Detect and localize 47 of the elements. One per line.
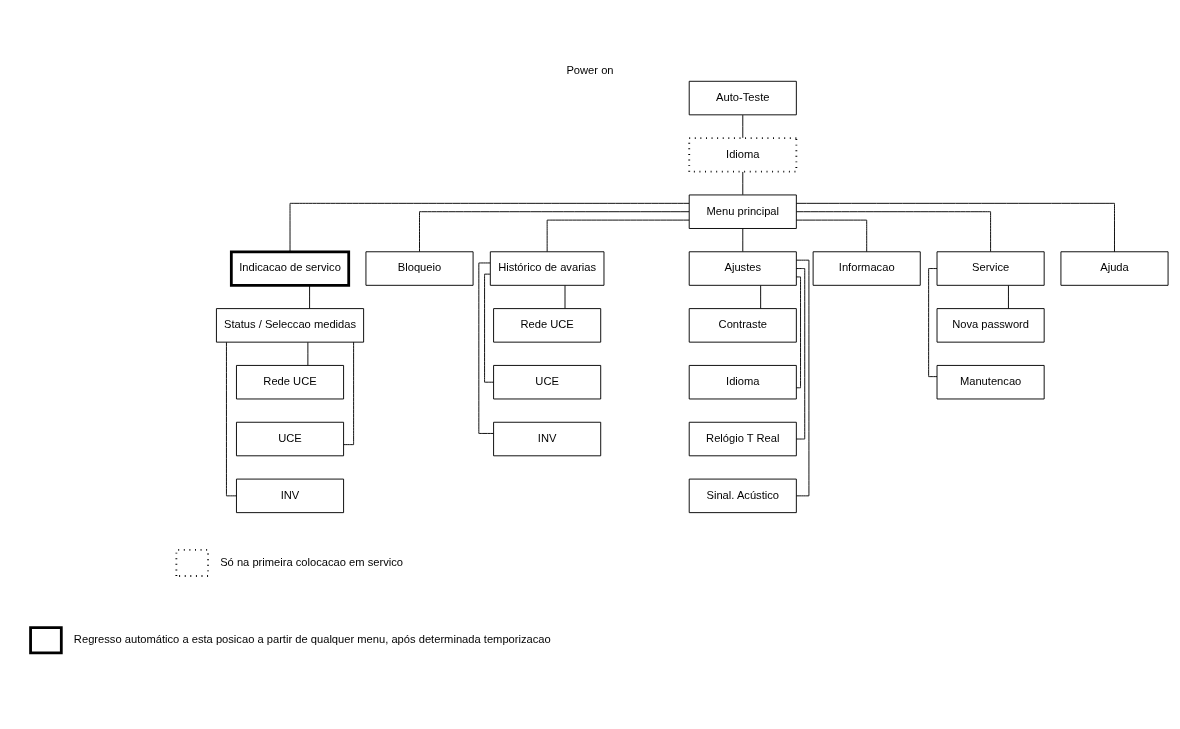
node-box: Histórico de avarias	[489, 251, 605, 286]
node-box: Bloqueio	[365, 251, 474, 286]
connector	[307, 341, 309, 366]
node-box: UCE	[236, 421, 345, 457]
connector	[796, 211, 992, 252]
node-box: INV	[236, 478, 345, 514]
connector	[742, 114, 744, 139]
connector	[795, 268, 806, 440]
node-box: Menu principal	[688, 194, 797, 229]
connector	[309, 285, 311, 309]
node-box: Ajuda	[1060, 251, 1169, 286]
connector	[564, 285, 566, 309]
node-box: Relógio T Real	[688, 421, 797, 457]
node-box: Idioma	[688, 364, 797, 400]
node-box: Ajustes	[688, 251, 797, 286]
connector	[225, 341, 237, 497]
node-box: UCE	[493, 364, 602, 400]
node-box: Rede UCE	[493, 308, 602, 343]
connector	[742, 228, 744, 252]
node-box: Sinal. Acústico	[688, 478, 797, 514]
connector	[419, 211, 690, 252]
connector	[742, 171, 744, 196]
connector	[484, 273, 494, 383]
legend-label: Regresso automático a esta posicao a partir de qualquer menu, após determinada temporizacao	[73, 633, 551, 646]
node-box: Auto-Teste	[688, 80, 797, 116]
connector	[343, 341, 355, 446]
legend-label: Só na primeira colocacao em servico	[220, 555, 404, 568]
diagram-title: Power on	[566, 64, 614, 77]
node-box: INV	[493, 421, 602, 457]
node-box: Informacao	[812, 251, 921, 286]
connector	[546, 219, 690, 253]
node-box: Indicacao de servico	[229, 250, 351, 287]
node-box: Idioma	[688, 137, 798, 173]
node-box: Contraste	[688, 308, 797, 343]
connector	[795, 202, 1115, 253]
connector	[795, 276, 801, 389]
connector	[289, 202, 690, 253]
node-box: Rede UCE	[236, 364, 345, 400]
connector	[795, 219, 868, 253]
connector	[1008, 285, 1009, 309]
connector	[928, 268, 938, 378]
node-box: Manutencao	[936, 364, 1045, 400]
connector	[760, 285, 762, 309]
connector	[796, 259, 810, 497]
node-box: Service	[936, 251, 1045, 286]
node-box: Nova password	[936, 308, 1045, 343]
node-box: Status / Seleccao medidas	[215, 308, 365, 343]
